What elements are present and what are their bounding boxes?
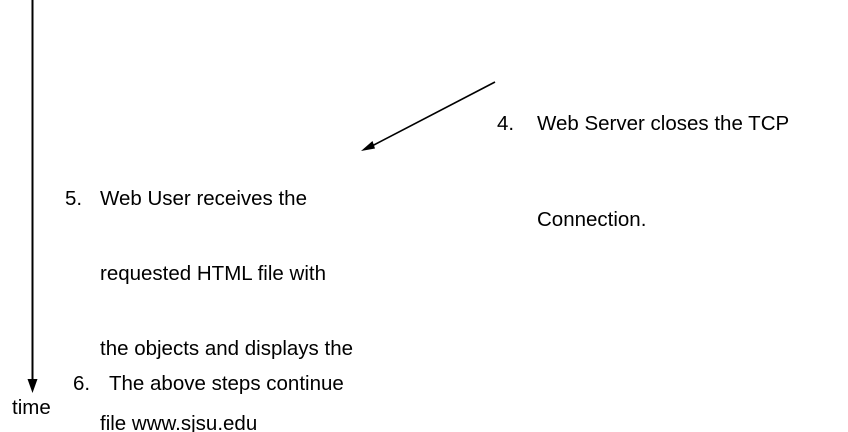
step-4-line-1-text: Web Server closes the TCP xyxy=(537,112,790,135)
step-5-line-1: 5. Web User receives the xyxy=(65,186,353,211)
step-5-line-3-text: the objects and displays the xyxy=(100,337,353,360)
time-axis-arrowhead xyxy=(27,379,38,393)
step-6-number: 6. xyxy=(73,372,91,395)
step-5-line-4: file www.sjsu.edu xyxy=(65,411,353,432)
step-4-line-1: 4. Web Server closes the TCP xyxy=(497,108,789,140)
step-5-line-2: requested HTML file with xyxy=(65,261,353,286)
step-5-text-block: 5. Web User receives the requested HTML f… xyxy=(65,136,353,432)
step-4-text-block: 4. Web Server closes the TCP Connection. xyxy=(497,44,789,300)
step-5-line-1-text: Web User receives the xyxy=(100,187,307,210)
step4-to-step5-line xyxy=(369,81,496,148)
step-4-line-2: Connection. xyxy=(497,204,789,236)
step-5-line-4-text: file www.sjsu.edu xyxy=(100,412,258,432)
step-6-line-1: 6. The above steps continue xyxy=(73,370,362,397)
step-5-line-2-text: requested HTML file with xyxy=(100,262,326,285)
step-5-number: 5. xyxy=(65,187,83,210)
time-axis-label: time xyxy=(12,396,51,419)
step-6-text-block: 6.The above steps continue for the refer… xyxy=(73,316,362,432)
step-4-number: 4. xyxy=(497,112,515,135)
step4-to-step5-arrowhead xyxy=(361,141,375,151)
step-5-line-3: the objects and displays the xyxy=(65,336,353,361)
step-6-line-1-text: The above steps continue xyxy=(109,372,344,395)
step-4-line-2-text: Connection. xyxy=(537,208,647,231)
